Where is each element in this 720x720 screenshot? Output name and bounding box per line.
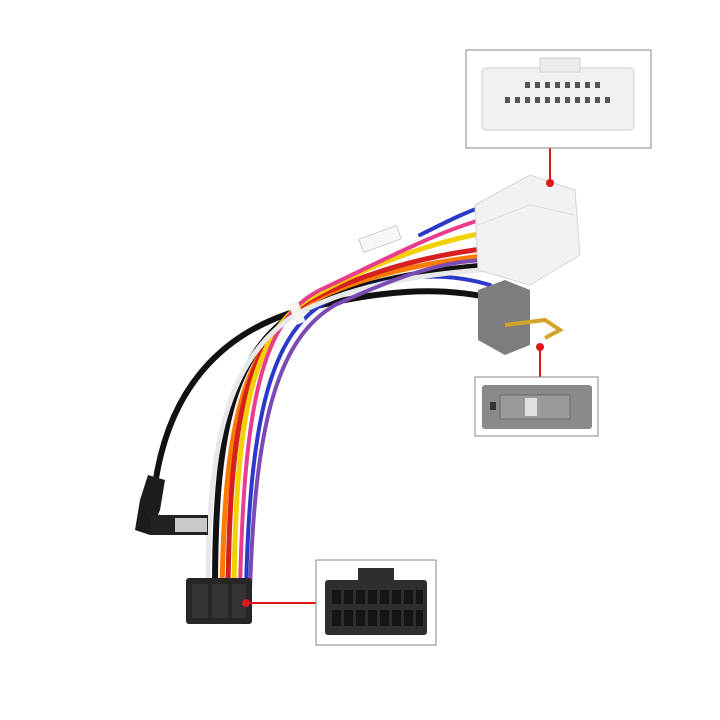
- wire-purple: [248, 258, 492, 592]
- white-connector: [474, 174, 581, 286]
- wire-white: [205, 267, 483, 593]
- inset-gray-connector: [474, 376, 599, 437]
- wire-black: [212, 262, 493, 593]
- wire-bundle: [152, 203, 503, 593]
- wire-label: [358, 224, 402, 254]
- gray-connector: [478, 280, 564, 355]
- black-connector: [186, 578, 252, 624]
- inset-black-connector: [315, 559, 437, 646]
- antenna-cable: [152, 288, 503, 488]
- wire-pink: [238, 218, 482, 592]
- cable-tie: [289, 301, 305, 325]
- callout-middle: [536, 343, 544, 377]
- callout-top: [546, 148, 554, 187]
- callout-bottom: [242, 599, 316, 607]
- inset-white-connector: [465, 49, 652, 149]
- antenna-plug: [135, 475, 208, 535]
